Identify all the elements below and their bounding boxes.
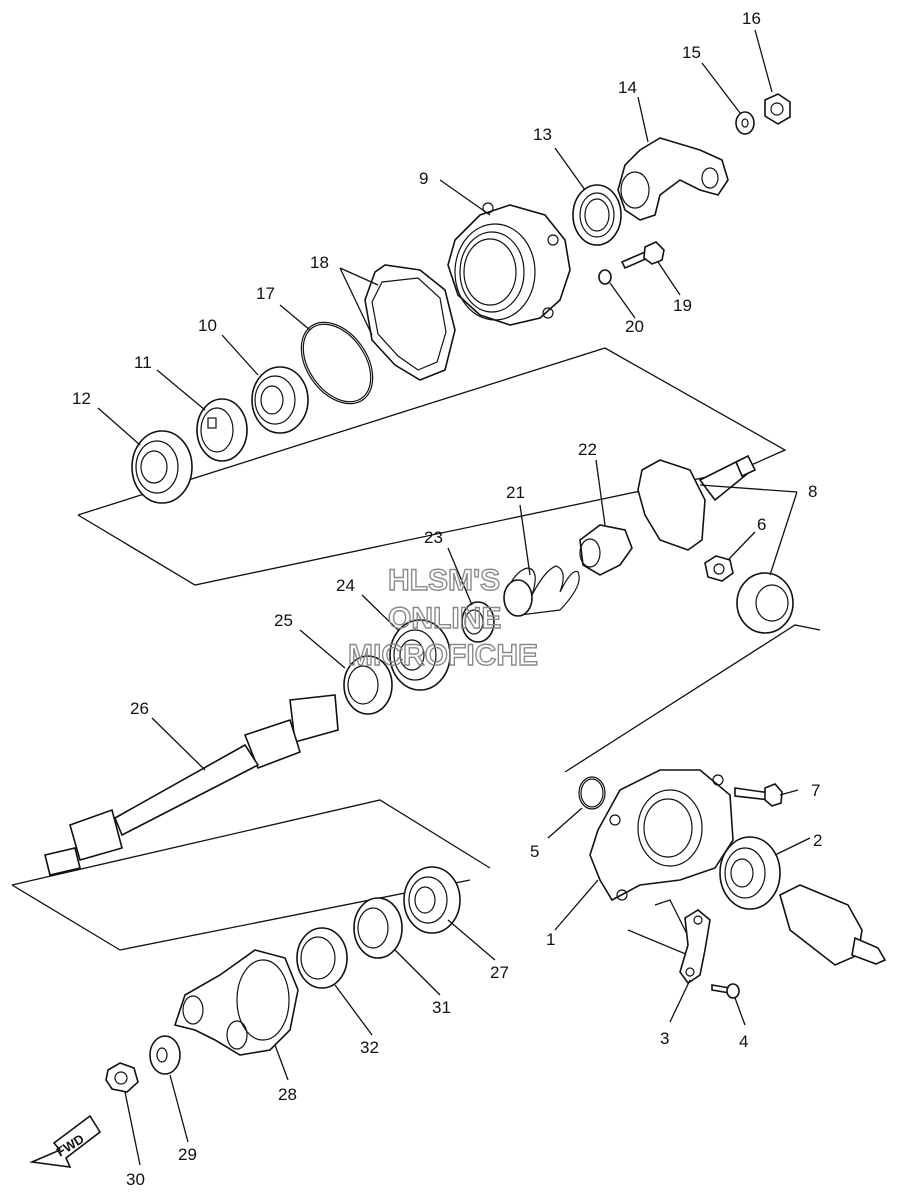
callout-9: 9 xyxy=(419,169,428,188)
callout-19: 19 xyxy=(673,296,692,315)
part-24-bearing xyxy=(389,619,451,691)
part-9-bearing-housing xyxy=(447,202,571,326)
watermark-line-2: ONLINE xyxy=(388,602,501,635)
part-10-bearing xyxy=(251,366,309,434)
part-21-spring xyxy=(503,565,580,617)
callout-31: 31 xyxy=(432,998,451,1017)
callout-14: 14 xyxy=(618,78,637,97)
callout-18: 18 xyxy=(310,253,329,272)
callout-28: 28 xyxy=(278,1085,297,1104)
part-1-gear-case xyxy=(589,769,734,902)
part-28-yoke xyxy=(173,949,299,1056)
part-13-oil-seal xyxy=(572,184,622,246)
callout-22: 22 xyxy=(578,440,597,459)
callout-20: 20 xyxy=(625,317,644,336)
part-3-bracket xyxy=(679,909,711,985)
part-19-bolt xyxy=(620,241,665,270)
upper-group-outline xyxy=(77,347,787,516)
callout-6: 6 xyxy=(757,515,766,534)
bracket-outline xyxy=(627,899,702,962)
part-11-ring-nut xyxy=(196,398,248,462)
callout-10: 10 xyxy=(198,316,217,335)
callout-numbers: 1 2 3 4 5 6 7 8 9 10 11 12 13 14 15 16 1… xyxy=(72,9,822,1189)
callout-32: 32 xyxy=(360,1038,379,1057)
part-15-washer xyxy=(735,111,755,135)
part-23-ring xyxy=(461,601,495,643)
callout-7: 7 xyxy=(811,781,820,800)
callout-25: 25 xyxy=(274,611,293,630)
forward-direction-arrow: FWD xyxy=(29,1114,102,1168)
part-6-nut xyxy=(704,555,734,582)
lower-group-outline-bottom xyxy=(11,879,471,951)
part-17-o-ring xyxy=(300,321,374,405)
callout-5: 5 xyxy=(530,842,539,861)
part-5-o-ring xyxy=(578,776,606,810)
callout-30: 30 xyxy=(126,1170,145,1189)
part-27-bearing xyxy=(403,866,461,934)
callout-17: 17 xyxy=(256,284,275,303)
leader-lines xyxy=(97,29,811,1166)
callout-26: 26 xyxy=(130,699,149,718)
callout-13: 13 xyxy=(533,125,552,144)
callout-3: 3 xyxy=(660,1029,669,1048)
callout-29: 29 xyxy=(178,1145,197,1164)
part-32-oil-seal xyxy=(296,927,348,989)
callout-27: 27 xyxy=(490,963,509,982)
callout-21: 21 xyxy=(506,483,525,502)
callout-16: 16 xyxy=(742,9,761,28)
callout-23: 23 xyxy=(424,528,443,547)
callout-24: 24 xyxy=(336,576,355,595)
part-25-oil-seal xyxy=(343,655,393,715)
watermark-line-3: MICROFICHE xyxy=(348,639,538,672)
part-30-nut xyxy=(105,1062,139,1093)
lower-group-outline xyxy=(11,799,491,886)
part-18-shim-plate xyxy=(364,264,456,381)
part-20-washer xyxy=(598,269,612,285)
upper-group-outline-bottom xyxy=(77,469,741,586)
part-12-bearing xyxy=(131,430,193,504)
part-2-bearing xyxy=(719,836,781,910)
part-8-gear xyxy=(736,572,794,634)
part-16-nut xyxy=(764,93,791,125)
callout-11: 11 xyxy=(134,353,152,372)
part-31-ring-nut xyxy=(353,897,403,959)
callout-8: 8 xyxy=(808,482,817,501)
middle-group-outline xyxy=(564,624,821,773)
callout-2: 2 xyxy=(813,831,822,850)
pinion-shaft xyxy=(779,884,887,966)
part-26-drive-shaft xyxy=(44,694,339,876)
part-29-washer xyxy=(149,1035,181,1075)
callout-1: 1 xyxy=(546,930,555,949)
callout-15: 15 xyxy=(682,43,701,62)
callout-4: 4 xyxy=(739,1032,748,1051)
watermark-line-1: HLSM'S xyxy=(388,564,500,597)
part-4-screw xyxy=(711,983,740,999)
part-7-bolt xyxy=(734,783,783,807)
part-22-collar xyxy=(579,524,633,576)
callout-12: 12 xyxy=(72,389,91,408)
part-14-yoke xyxy=(617,137,729,221)
part-8-pinion-gear xyxy=(637,454,757,551)
watermark: HLSM'S ONLINE MICROFICHE xyxy=(347,563,538,672)
